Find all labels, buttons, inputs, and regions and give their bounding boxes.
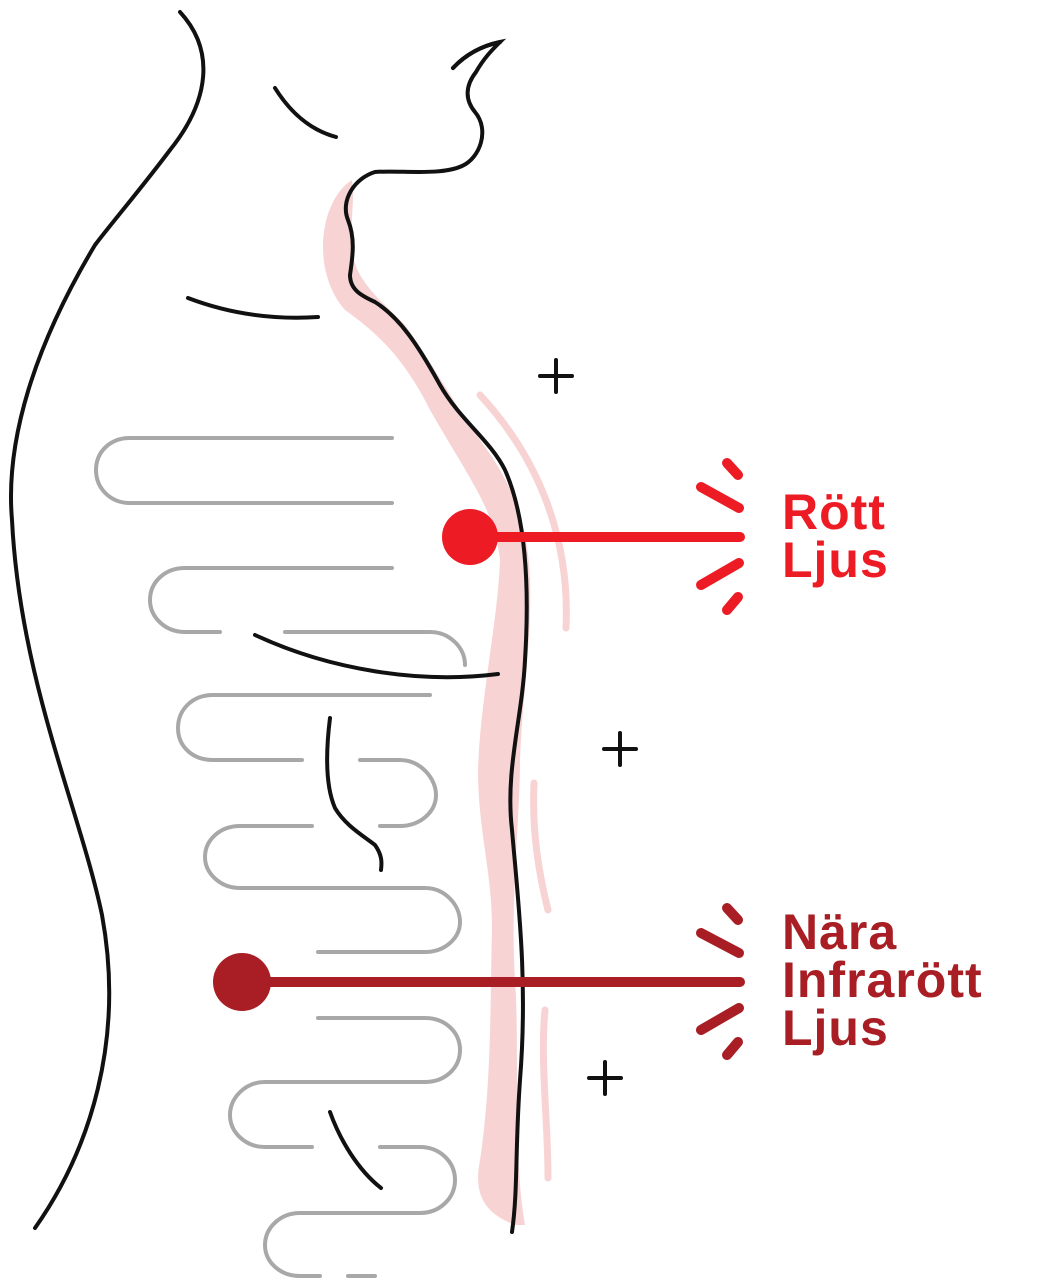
nir-light-ray (213, 908, 740, 1055)
lower-curve (330, 1112, 381, 1188)
plus-icon (604, 733, 636, 765)
plus-icon (540, 360, 572, 392)
nir-light-label: Nära Infrarött Ljus (782, 908, 983, 1052)
skin-line-middle (534, 783, 548, 910)
chin-line (275, 88, 336, 137)
red-light-label-line-2: Ljus (782, 536, 889, 584)
chest-line (188, 298, 318, 318)
skin-line-lower (543, 1010, 548, 1178)
red-ray-dot (442, 509, 498, 565)
skin-highlight (323, 180, 530, 1225)
plus-icon (589, 1062, 621, 1094)
ear-curve (453, 42, 500, 68)
nir-light-label-line-2: Infrarött (782, 956, 983, 1004)
intestines (96, 438, 465, 1276)
nir-ray-dot (213, 953, 271, 1011)
navel-line (327, 718, 381, 870)
back-outline (11, 12, 203, 1228)
body-outline (11, 12, 527, 1232)
nir-light-label-line-1: Nära (782, 908, 983, 956)
ribcage-line (255, 635, 498, 677)
red-light-label: Rött Ljus (782, 488, 889, 584)
nir-light-label-line-3: Ljus (782, 1004, 983, 1052)
red-light-label-line-1: Rött (782, 488, 889, 536)
